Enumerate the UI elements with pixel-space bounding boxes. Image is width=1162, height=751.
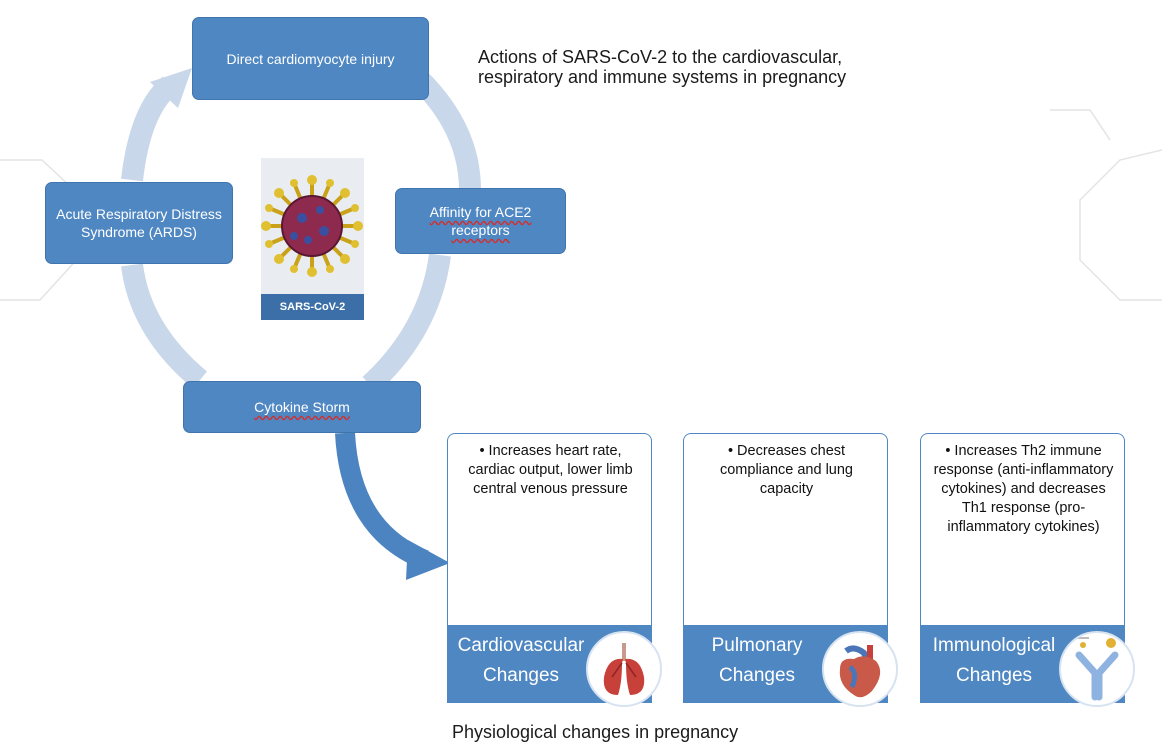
arc-arrowhead (150, 68, 192, 108)
diagram-title: Actions of SARS-CoV-2 to the cardiovascu… (478, 47, 847, 87)
cytokine-arrow (335, 432, 429, 570)
arc-top-right (412, 72, 481, 191)
card-cardiovascular-text: • Increases heart rate, cardiac output, … (468, 443, 633, 497)
arc-bottom-right (362, 253, 451, 394)
node-ace2-affinity: Affinity for ACE2 receptors (395, 188, 566, 254)
node-ards: Acute Respiratory Distress Syndrome (ARD… (45, 182, 233, 264)
card-cardiovascular: • Increases heart rate, cardiac output, … (447, 433, 662, 707)
card-immunological-label: Immunological Changes (932, 635, 1056, 686)
virus-label: SARS-CoV-2 (261, 294, 364, 320)
arc-top-left (121, 76, 178, 182)
node-direct-cardiomyocyte-injury: Direct cardiomyocyte injury (192, 17, 429, 100)
card-pulmonary-text: • Decreases chest compliance and lung ca… (719, 443, 853, 497)
card-pulmonary: • Decreases chest compliance and lung ca… (683, 433, 898, 707)
card-immunological-text: • Increases Th2 immune response (anti-in… (933, 443, 1114, 535)
card-pulmonary-label: Pulmonary Changes (711, 635, 803, 686)
card-immunological: • Increases Th2 immune response (anti-in… (920, 433, 1135, 707)
card-pulmonary-footer: Pulmonary Changes (683, 625, 898, 707)
card-cardiovascular-label: Cardiovascular Changes (457, 635, 585, 686)
node-cytokine-storm: Cytokine Storm (183, 381, 421, 433)
card-cardiovascular-footer: Cardiovascular Changes (447, 625, 662, 707)
virus-icon (261, 175, 363, 277)
bottom-caption: Physiological changes in pregnancy (452, 722, 739, 742)
arc-bottom-left (121, 263, 208, 389)
virus-image: SARS-CoV-2 (261, 158, 364, 320)
heart-icon (822, 631, 898, 707)
antibody-icon (1059, 631, 1135, 707)
cytokine-arrowhead (406, 540, 450, 580)
lungs-icon (586, 631, 662, 707)
card-immunological-footer: Immunological Changes (920, 625, 1135, 707)
